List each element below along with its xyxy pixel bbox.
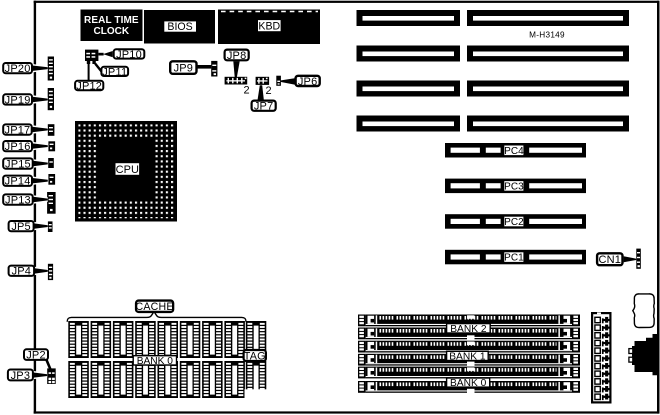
svg-text:JP7: JP7 xyxy=(254,101,274,113)
svg-text:PC4: PC4 xyxy=(504,146,524,157)
svg-text:JP17: JP17 xyxy=(5,125,31,137)
svg-text:JP2: JP2 xyxy=(26,350,46,362)
svg-text:BANK 0: BANK 0 xyxy=(137,356,174,367)
svg-text:JP12: JP12 xyxy=(76,80,102,92)
svg-text:M-H3149: M-H3149 xyxy=(529,31,565,40)
svg-text:BANK 2: BANK 2 xyxy=(450,324,487,335)
svg-text:JP4: JP4 xyxy=(12,266,32,278)
svg-text:JP8: JP8 xyxy=(227,50,247,62)
svg-text:2: 2 xyxy=(244,85,250,97)
svg-text:CPU: CPU xyxy=(116,164,139,176)
svg-text:CACHE: CACHE xyxy=(136,301,174,313)
svg-text:JP9: JP9 xyxy=(174,63,194,75)
svg-text:JP16: JP16 xyxy=(5,141,31,153)
svg-text:JP6: JP6 xyxy=(298,76,318,88)
svg-text:JP13: JP13 xyxy=(5,195,31,207)
svg-text:JP10: JP10 xyxy=(116,49,142,61)
svg-text:CN1: CN1 xyxy=(598,254,621,266)
svg-text:BANK 1: BANK 1 xyxy=(449,352,486,363)
svg-text:JP20: JP20 xyxy=(5,63,31,75)
svg-text:CLOCK: CLOCK xyxy=(94,26,130,37)
svg-text:JP15: JP15 xyxy=(5,159,31,171)
svg-text:2: 2 xyxy=(266,85,272,97)
svg-text:BANK 0: BANK 0 xyxy=(450,378,487,389)
svg-text:PC3: PC3 xyxy=(504,182,524,193)
svg-text:PC1: PC1 xyxy=(504,253,524,264)
svg-text:BIOS: BIOS xyxy=(167,21,192,33)
svg-text:KBD: KBD xyxy=(258,20,280,32)
svg-text:TAG: TAG xyxy=(244,350,266,362)
svg-text:PC2: PC2 xyxy=(504,217,524,228)
svg-text:REAL TIME: REAL TIME xyxy=(84,15,139,26)
svg-text:JP5: JP5 xyxy=(11,221,31,233)
svg-text:JP11: JP11 xyxy=(102,66,127,78)
svg-text:JP14: JP14 xyxy=(5,176,31,188)
svg-text:JP19: JP19 xyxy=(5,94,31,106)
svg-text:JP3: JP3 xyxy=(11,370,31,382)
